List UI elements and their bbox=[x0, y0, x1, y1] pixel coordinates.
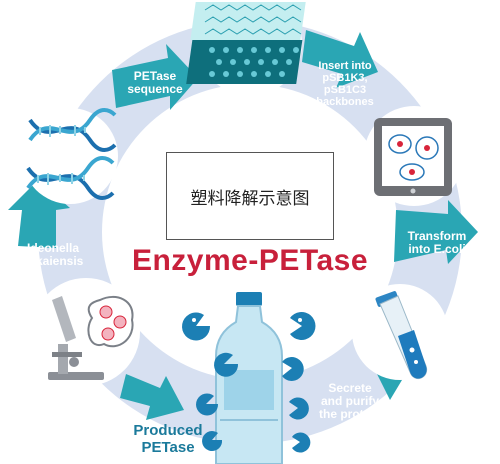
petri-tablet-icon bbox=[364, 106, 464, 206]
step-label-petase-sequence: PETase sequence bbox=[127, 69, 183, 96]
step-label-insert-backbones: Insert into pSB1K3, pSB1C3 backbones bbox=[316, 60, 374, 108]
step-label-ideonella: Ideonella sakaiensis bbox=[22, 241, 84, 268]
step-label-transform-ecoli: Transform into E.coli bbox=[407, 229, 467, 256]
step-label-produced-petase: Produced PETase bbox=[133, 422, 203, 456]
arrow-2 bbox=[302, 30, 378, 88]
microscope-icon bbox=[32, 278, 140, 386]
water-bottle-icon bbox=[215, 292, 283, 464]
test-tube-icon bbox=[352, 284, 448, 380]
diagram-title: Enzyme-PETase bbox=[131, 244, 369, 277]
arrow-5 bbox=[120, 374, 184, 420]
arrow-3 bbox=[394, 200, 478, 264]
step-label-secrete-purify: Secrete and purify the protein bbox=[319, 381, 381, 421]
center-caption: 塑料降解示意图 bbox=[166, 152, 334, 240]
graphene-sheet-icon bbox=[186, 0, 306, 96]
dna-icon bbox=[22, 108, 118, 204]
pacman-enzyme-icon bbox=[182, 312, 316, 453]
arrow-1 bbox=[112, 44, 198, 110]
